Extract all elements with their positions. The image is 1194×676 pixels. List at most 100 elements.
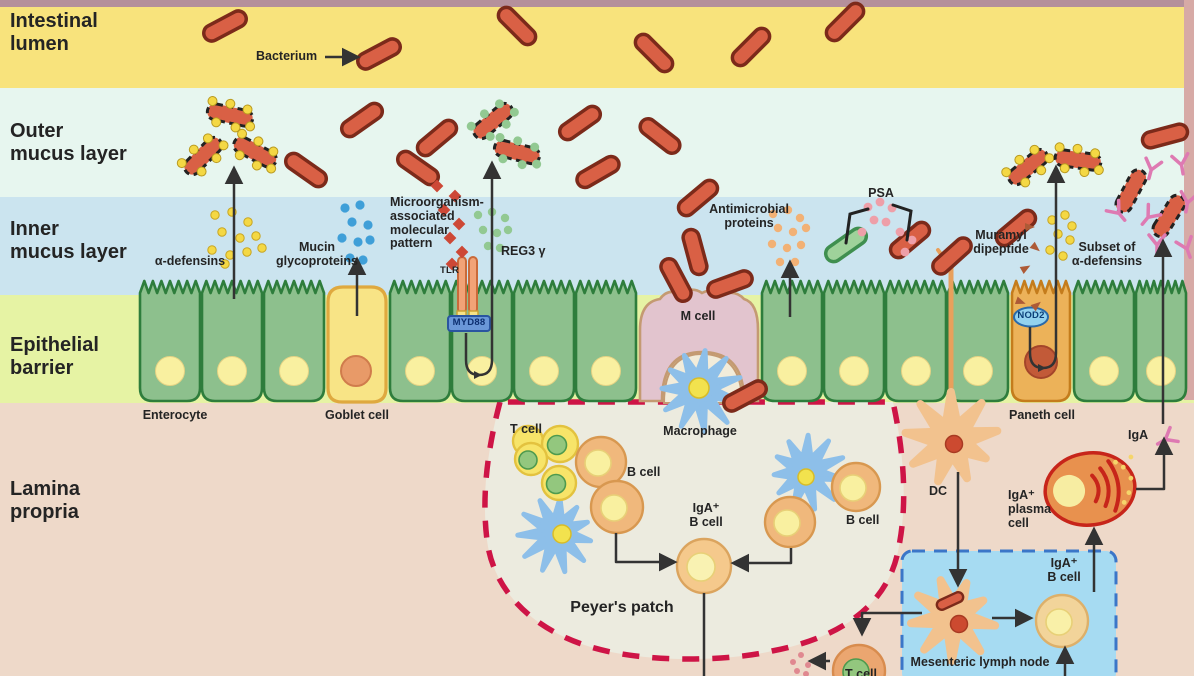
defensin-coated-bacterium-icon [1053,142,1104,178]
label-muramyl: Muramyl dipeptide [973,228,1029,256]
t-cell-icon-nucleus [545,473,567,495]
bacterium-icon [681,227,709,277]
paneth-cell [1010,279,1072,403]
engulfed-bacterium-icon [935,590,965,612]
muramyl-triangle [1014,296,1026,305]
mucin-dot [363,220,373,230]
reg3-coated-bacterium-icon [492,132,542,170]
label-goblet: Goblet cell [325,408,389,422]
goblet-nucleus [340,355,372,387]
label-b-cell-left: B cell [627,465,661,479]
antimicrobial-dot [801,223,811,233]
loop-arrowhead [474,371,482,379]
alpha-defensin-dot [242,247,252,257]
label-mamp: Microorganism- associated molecular patt… [390,195,484,251]
label-dc: DC [929,484,948,498]
mln-dc-to-tcell-arrow [852,611,922,637]
alpha-defensin-dot [251,231,261,241]
nod2-chip [1013,306,1049,328]
antimicrobial-dot [796,240,806,250]
psa-dot [881,217,891,227]
antimicrobial-dot [773,223,783,233]
label-nod2: NOD2 [1017,310,1045,321]
cell-nucleus [591,356,621,386]
iga-plasma-cell-icon [1043,451,1137,527]
band-inner-mucus [0,197,1194,295]
cell-nucleus [963,356,993,386]
antimicrobial-dot [795,213,805,223]
bacterium-icon [415,118,459,158]
b-cell-icon-nucleus [839,474,867,502]
alpha-defensin-dot [217,227,227,237]
cell-nucleus [777,356,807,386]
dc-nucleus [949,614,969,634]
reg3-dot [478,225,488,235]
mucin-dot [347,217,357,227]
mamp-diamond [455,245,469,259]
psa-dot [875,197,885,207]
bcell-to-igab-arrow [614,533,678,572]
antimicrobial-dot [767,239,777,249]
label-alpha-defensins: α-defensins [154,254,226,268]
psa-dot [895,227,905,237]
layer-label-inner: Inner mucus layer [10,218,127,264]
alpha-defensin-dot [235,233,245,243]
bacterium-icon [339,101,385,139]
band-intestinal-lumen [0,7,1194,88]
iga-antibody-icon [1179,189,1194,214]
bacterium-icon [202,9,248,43]
bacterium-icon [557,104,603,142]
psa-dot [900,247,910,257]
bacterium-icon [994,208,1038,248]
label-paneth: Paneth cell [1009,408,1075,422]
bacterium-icon [395,149,441,187]
cytokine-dot [794,668,800,674]
macrophage-nucleus [688,377,710,399]
bacterium-icon [931,236,973,276]
bacterium-icon [356,37,402,71]
bacterium-icon [575,154,621,190]
alpha-defensin-dot [220,259,230,269]
tlr-receptor-icon [468,256,478,314]
mucin-dot [355,200,365,210]
reg3-dot [503,225,513,235]
psa-dot [869,215,879,225]
t-cell-icon-nucleus [546,434,568,456]
cell-nucleus [279,356,309,386]
reg3-dot [483,241,493,251]
label-iga-b-cell-pp: IgA⁺ B cell [689,501,723,529]
iga-antibody-icon [1170,151,1190,176]
subset-defensin-dot [1067,221,1077,231]
antimicrobial-dot [788,227,798,237]
layer-label-lamina: Lamina propria [10,478,81,524]
loop-arrowhead [1038,364,1046,372]
cell-nucleus [1146,356,1176,386]
mamp-diamond [452,217,466,231]
psa-bracket [844,207,870,245]
b-cell-icon-nucleus [584,449,612,477]
mucin-dot [353,237,363,247]
label-bacterium: Bacterium [256,49,318,63]
psa-bracket [891,203,913,242]
subset-defensin-dot [1045,245,1055,255]
cell-nucleus [405,356,435,386]
cell-nucleus [217,356,247,386]
antimicrobial-dot [775,257,785,267]
label-psa: PSA [868,186,894,200]
tlr-receptor-icon [457,256,467,314]
cytokine-dot [805,662,811,668]
label-iga-plasma: IgA⁺ plasma cell [1008,488,1052,530]
reg3-coated-bacterium-icon [466,99,519,141]
iga-antibody-icon [1174,234,1193,260]
bacterium-icon [496,5,538,47]
cell-nucleus [901,356,931,386]
cytokine-dot [803,671,809,676]
bacterium-icon [730,26,772,68]
mamp-diamond [445,257,459,271]
b-cell-icon-nucleus [773,509,801,537]
subset-defensin-dot [1060,210,1070,220]
reg3-dot [473,210,483,220]
